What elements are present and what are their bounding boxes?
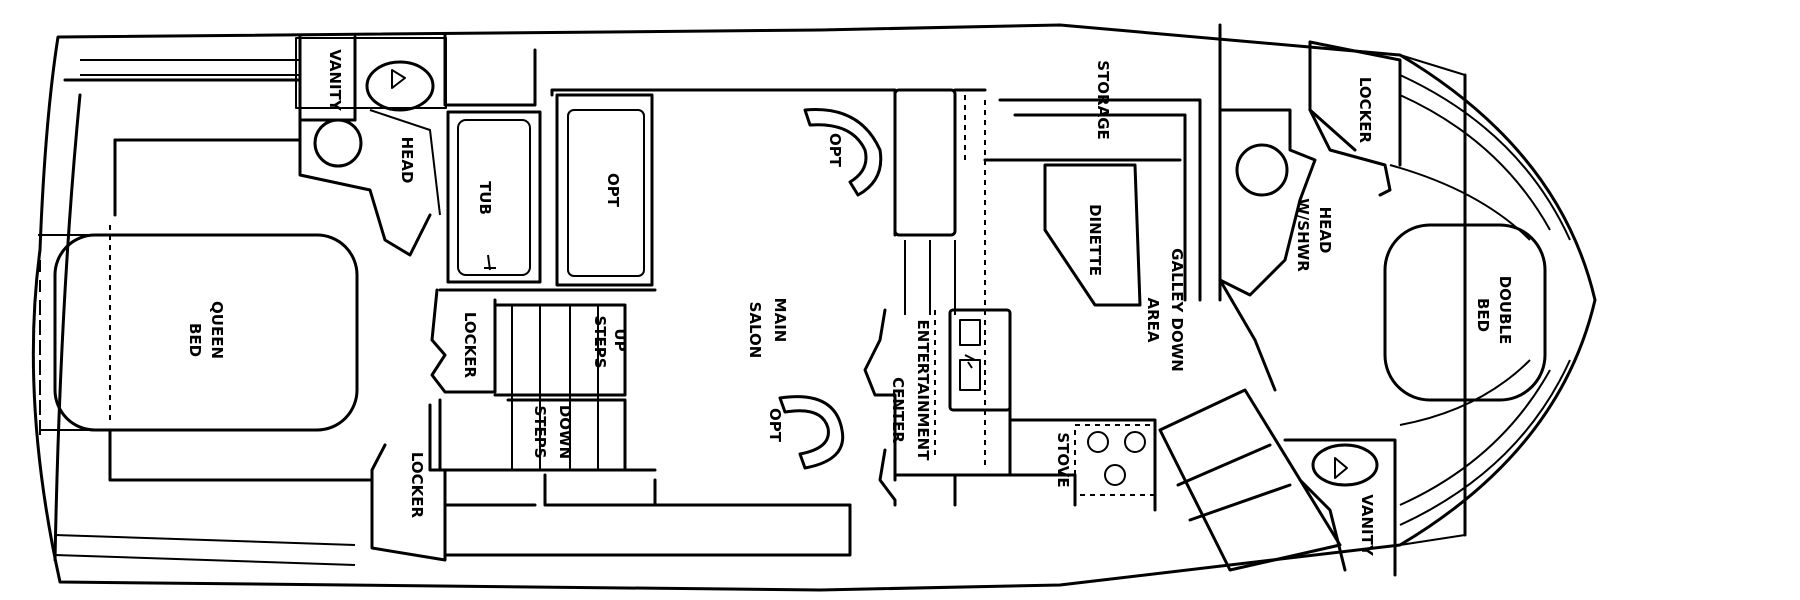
aft-head-label: HEAD — [398, 137, 416, 184]
forward-toilet-icon — [1235, 143, 1289, 197]
up-steps-label-2: STEPS — [591, 315, 609, 368]
forward-head-label-1: HEAD — [1316, 207, 1334, 254]
opt-chair-bottom-icon — [778, 395, 845, 470]
double-bed-label-1: DOUBLE — [1496, 276, 1514, 345]
down-steps-label-2: STEPS — [531, 405, 549, 458]
midship-locker-and-steps: LOCKER UP STEPS DOWN STEPS — [428, 288, 657, 472]
aft-vanity-label: VANITY — [326, 49, 344, 112]
forward-vanity: VANITY — [1283, 438, 1397, 577]
aft-locker-label: LOCKER — [408, 452, 426, 519]
opt-chair-bottom-label: OPT — [766, 408, 784, 443]
aft-vanity-sink-icon — [365, 60, 435, 112]
dinette-label: DINETTE — [1086, 204, 1104, 276]
main-salon-label-1: MAIN — [771, 298, 789, 343]
queen-bed-label-1: QUEEN — [208, 301, 226, 359]
dashed-guides — [39, 95, 966, 440]
main-salon-label-2: SALON — [746, 302, 764, 359]
tub-label: TUB — [476, 181, 494, 215]
entertainment-label-1: ENTERTAINMENT — [914, 320, 932, 462]
stove-burner-icon — [1124, 431, 1146, 453]
opt-chair-top-label: OPT — [826, 133, 844, 168]
stove — [1074, 424, 1156, 496]
galley-label-1: GALLEY DOWN — [1168, 248, 1186, 372]
entertainment-label-2: CENTER — [889, 377, 907, 443]
opt-seat-label: OPT — [604, 173, 622, 208]
forward-head: HEAD W/SHWR LOCKER — [1218, 23, 1402, 392]
opt-seat: OPT — [555, 93, 654, 287]
down-steps-label-1: DOWN — [556, 405, 574, 459]
aft-head: VANITY HEAD — [295, 35, 447, 257]
up-steps-label-1: UP — [611, 328, 629, 351]
galley-label-2: AREA — [1144, 297, 1162, 342]
aft-stateroom: QUEEN BED — [38, 78, 374, 482]
queen-bed-label-2: BED — [186, 323, 204, 357]
stove-label: STOVE — [1054, 432, 1072, 487]
double-bed — [1383, 223, 1547, 402]
queen-bed — [53, 233, 359, 432]
stove-burner-icon — [1087, 431, 1109, 453]
forward-locker-label: LOCKER — [1356, 77, 1374, 144]
forward-vanity-sink-icon — [1311, 443, 1379, 487]
forward-stateroom: DOUBLE BED — [1383, 74, 1571, 526]
forward-vanity-label: VANITY — [1358, 494, 1376, 557]
aft-locker: LOCKER — [370, 443, 852, 562]
aft-toilet-icon — [313, 118, 363, 168]
entertainment-center: ENTERTAINMENT CENTER — [863, 88, 1077, 507]
forward-head-label-2: W/SHWR — [1294, 198, 1312, 272]
dinette — [1043, 163, 1142, 307]
tub: TUB — [443, 33, 542, 284]
mid-locker-label: LOCKER — [461, 312, 479, 379]
hull-outline — [31, 23, 1597, 592]
double-bed-label-2: BED — [1474, 298, 1492, 332]
main-salon: MAIN SALON OPT OPT — [550, 88, 897, 470]
storage-label: STORAGE — [1094, 60, 1112, 140]
opt-chair-top-icon — [803, 108, 883, 197]
galley-area: STORAGE DINETTE GALLEY DOWN AREA STOVE — [953, 60, 1342, 572]
stove-burner-icon — [1104, 464, 1126, 486]
